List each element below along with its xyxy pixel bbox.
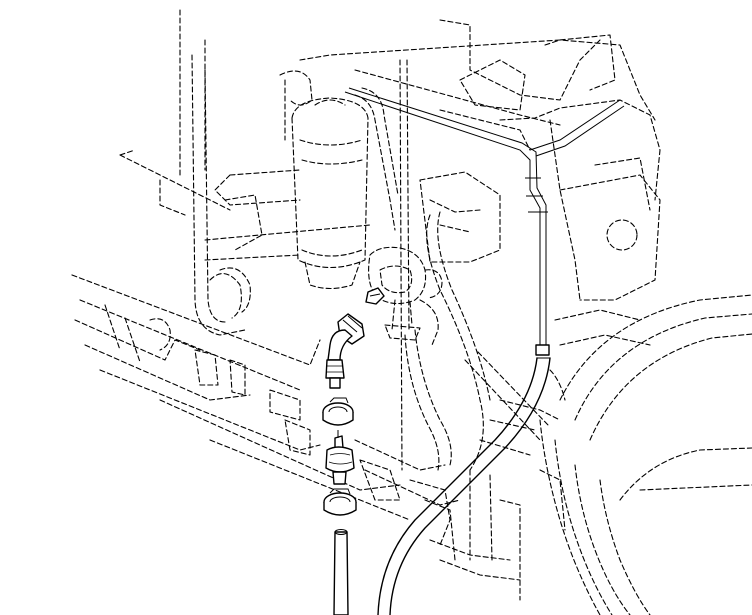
wheel-arch-outline xyxy=(479,294,752,615)
short-fuel-line xyxy=(333,529,349,615)
lower-hose-clamp xyxy=(323,488,357,516)
long-vacuum-hose xyxy=(377,211,551,615)
filter-canister xyxy=(291,87,399,290)
elbow-fitting xyxy=(325,313,365,389)
brake-vacuum-pump xyxy=(365,246,443,346)
inline-fuel-filter xyxy=(325,430,355,485)
engine-block-outline xyxy=(119,9,661,471)
rigid-metal-line xyxy=(344,87,625,356)
upper-hose-clamp xyxy=(322,397,354,426)
frame-rail-outline xyxy=(71,274,651,601)
